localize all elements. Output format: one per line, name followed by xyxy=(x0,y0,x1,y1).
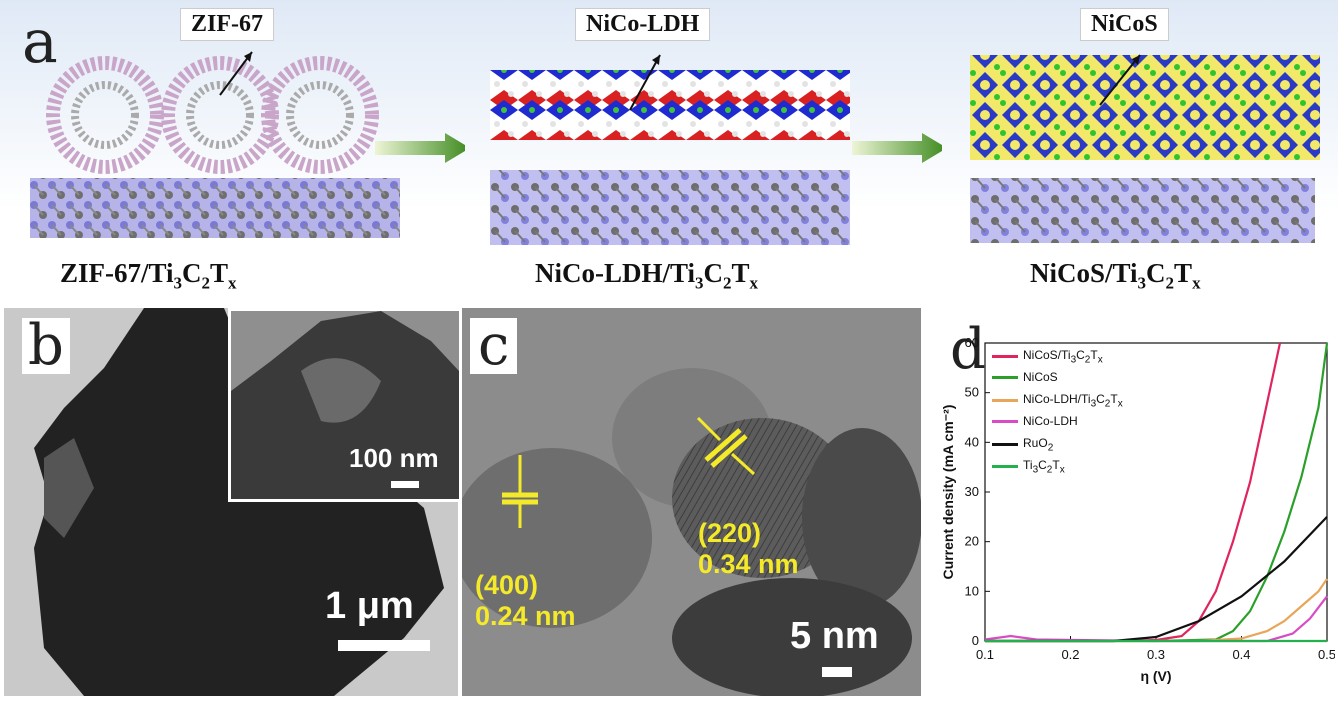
legend-label: NiCoS/Ti3C2Tx xyxy=(1023,348,1103,366)
legend-item: RuO2 xyxy=(992,436,1053,453)
legend-swatch xyxy=(992,465,1018,469)
polarization-chart: 0.1 0.2 0.3 0.4 0.5 0 10 20 30 40 50 60 η (V) Curre… xyxy=(940,335,1335,684)
x-tick-label: 0.1 xyxy=(976,647,994,662)
legend-swatch xyxy=(992,355,1018,359)
y-tick-label: 60 xyxy=(965,335,979,350)
ti3c2tx-layer-1 xyxy=(30,178,400,238)
y-tick-label: 10 xyxy=(965,583,979,598)
zif67-structure-illustration xyxy=(30,51,400,238)
legend-label: RuO2 xyxy=(1023,436,1054,454)
nicos-ti3c2tx-caption: NiCoS/Ti3C2Tx xyxy=(1030,258,1201,293)
y-tick-label: 30 xyxy=(965,484,979,499)
nicos-pointer-arrow xyxy=(1099,54,1141,106)
legend-item: Ti3C2Tx xyxy=(992,458,1065,475)
nicos-structure-illustration xyxy=(970,54,1320,243)
nico-ldh-ti3c2tx-caption: NiCo-LDH/Ti3C2Tx xyxy=(535,258,759,293)
legend-swatch xyxy=(992,443,1018,447)
panel-d-letter: d xyxy=(950,317,986,382)
nicos-label: NiCoS xyxy=(1080,8,1169,41)
legend-label: Ti3C2Tx xyxy=(1023,458,1065,476)
panel-a-letter: a xyxy=(22,7,58,77)
zif67-label: ZIF-67 xyxy=(180,8,274,41)
series-line-3 xyxy=(984,595,1328,643)
legend-swatch xyxy=(992,375,1018,379)
legend-label: NiCo-LDH xyxy=(1023,414,1078,428)
ldh-pointer-arrow xyxy=(629,54,661,111)
legend-swatch xyxy=(992,419,1018,423)
panel-b-scale-bar xyxy=(338,640,430,651)
x-tick-label: 0.4 xyxy=(1232,647,1250,662)
ti3c2tx-layer-3 xyxy=(970,178,1315,243)
panel-b-scale-label: 1 μm xyxy=(325,585,414,627)
legend-item: NiCoS/Ti3C2Tx xyxy=(992,348,1103,365)
panel-c-scale-bar xyxy=(822,667,852,677)
inset-scale-bar xyxy=(391,481,419,488)
ldh-layer xyxy=(490,70,850,140)
nico-ldh-label: NiCo-LDH xyxy=(575,8,711,41)
panel-b-inset-image: 100 nm xyxy=(228,308,462,502)
y-tick-label: 0 xyxy=(972,633,979,648)
lattice-marker-220 xyxy=(696,416,756,476)
nico-ldh-structure-illustration xyxy=(490,54,850,245)
y-tick-label: 20 xyxy=(965,534,979,549)
x-tick-label: 0.5 xyxy=(1318,647,1335,662)
y-tick-label: 40 xyxy=(965,434,979,449)
inset-scale-label: 100 nm xyxy=(349,443,439,473)
plot-frame xyxy=(984,342,1328,642)
legend-label: NiCo-LDH/Ti3C2Tx xyxy=(1023,392,1123,410)
ti3c2tx-layer-2 xyxy=(490,170,850,245)
y-axis-label: Current density (mA cm⁻²) xyxy=(940,405,956,580)
panel-c-scale-label: 5 nm xyxy=(790,615,879,657)
transition-arrow-1 xyxy=(375,133,465,163)
zif67-ti3c2tx-caption: ZIF-67/Ti3C2Tx xyxy=(60,258,237,293)
annotation-220: (220) 0.34 nm xyxy=(698,518,799,579)
transition-arrow-2 xyxy=(852,133,942,163)
series-line-0 xyxy=(985,342,1282,643)
legend-item: NiCoS xyxy=(992,370,1058,384)
panel-b-letter: b xyxy=(22,318,70,374)
legend-swatch xyxy=(992,399,1018,403)
zif67-pointer-arrow xyxy=(219,51,253,96)
nicos-layer xyxy=(970,55,1320,160)
legend-item: NiCo-LDH xyxy=(992,414,1078,428)
panel-c-letter: c xyxy=(470,318,518,374)
x-tick-label: 0.3 xyxy=(1147,647,1165,662)
zif67-cages xyxy=(46,56,379,174)
legend-item: NiCo-LDH/Ti3C2Tx xyxy=(992,392,1123,409)
x-tick-label: 0.2 xyxy=(1061,647,1079,662)
series-line-2 xyxy=(985,578,1328,643)
series-line-4 xyxy=(985,516,1328,643)
series-line-1 xyxy=(985,342,1329,643)
legend-label: NiCoS xyxy=(1023,370,1058,384)
annotation-400: (400) 0.24 nm xyxy=(475,570,576,631)
x-axis-label: η (V) xyxy=(1140,668,1171,684)
lattice-marker-400 xyxy=(502,455,538,528)
y-tick-label: 50 xyxy=(965,385,979,400)
